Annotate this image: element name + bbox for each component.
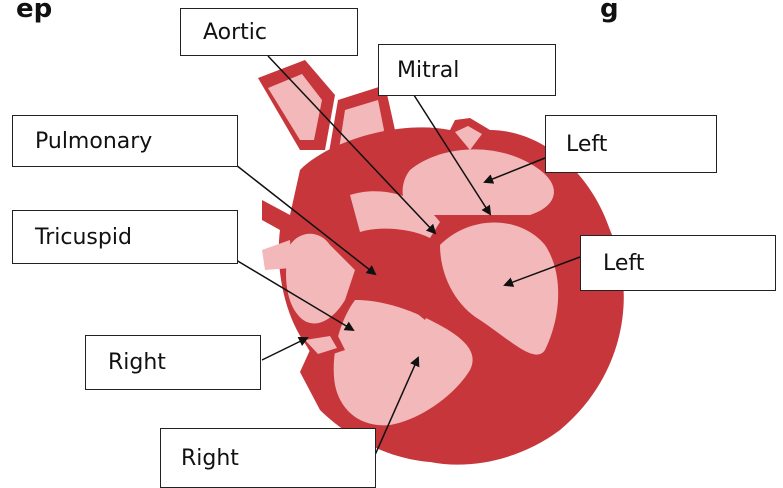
label-right-atrium: Right [85,335,261,390]
label-pulmonary: Pulmonary [12,115,238,167]
label-mitral-text: Mitral [397,58,459,83]
label-aortic-text: Aortic [203,20,267,45]
label-right-ventricle: Right [160,428,376,488]
label-left-ventricle-text: Left [603,251,644,276]
label-pulmonary-text: Pulmonary [35,129,152,154]
label-right-atrium-text: Right [108,350,166,375]
label-tricuspid-text: Tricuspid [35,225,132,250]
label-right-ventricle-text: Right [181,446,239,471]
label-tricuspid: Tricuspid [12,210,238,264]
label-mitral: Mitral [378,44,556,96]
arrow-right-atrium [262,338,307,360]
label-left-ventricle: Left [580,235,776,291]
label-left-atrium-text: Left [566,132,607,157]
label-left-atrium: Left [545,115,717,173]
label-aortic: Aortic [180,8,358,56]
